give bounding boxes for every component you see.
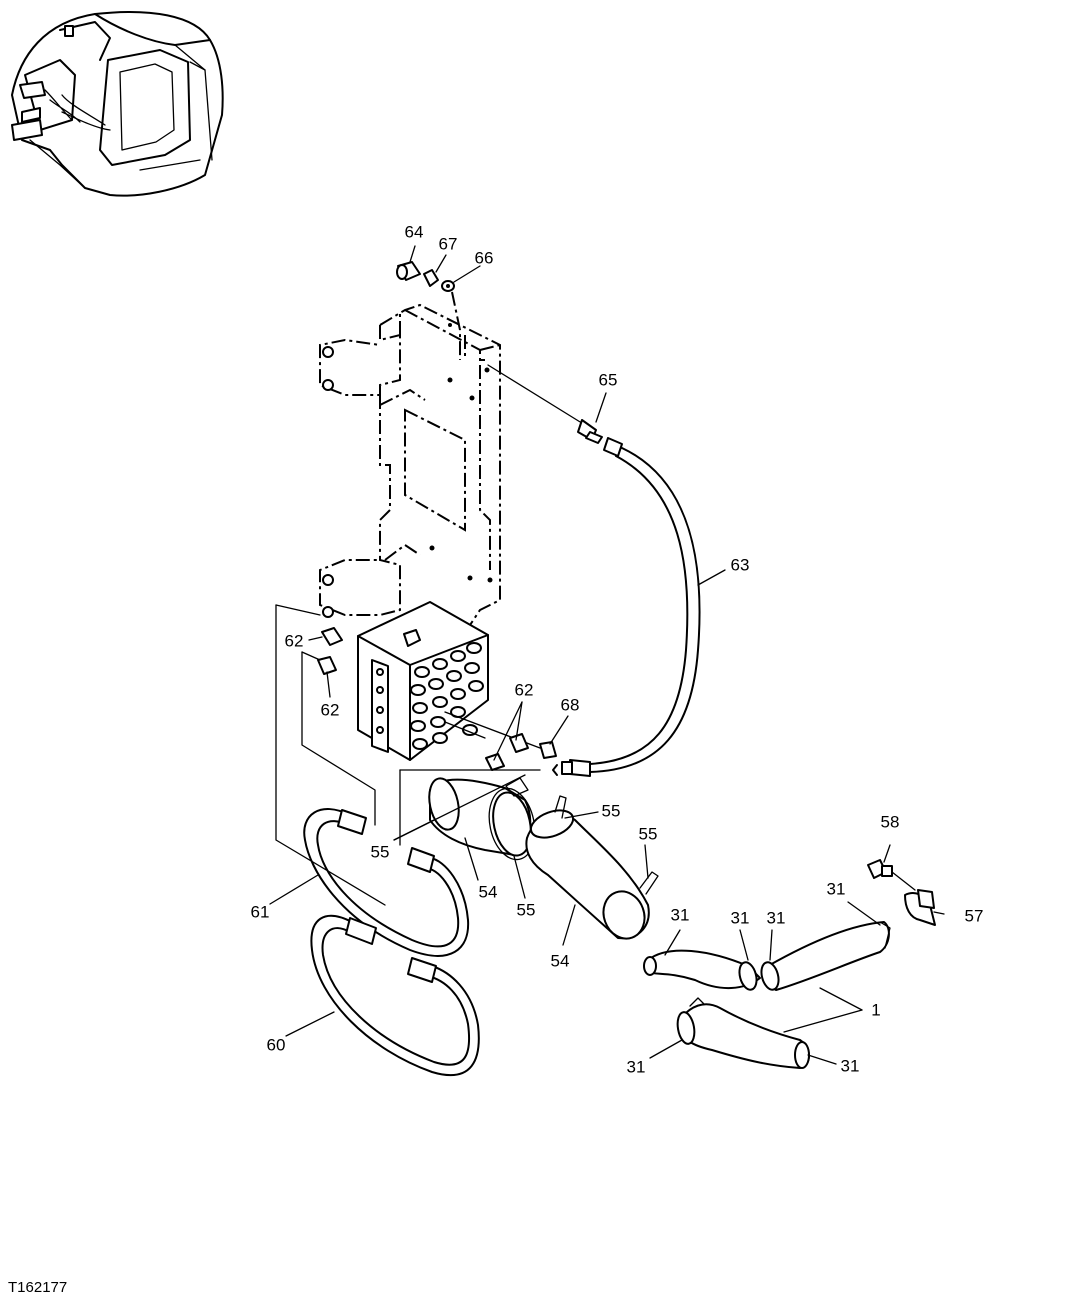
hardware-64-67-66 [396,261,461,360]
fittings-62-68 [317,627,557,771]
callout-55-left: 55 [371,842,390,861]
callout-62-left-upper: 62 [285,631,304,650]
callout-65: 65 [599,370,618,389]
callout-31-d: 31 [767,908,786,927]
valve-ports [410,642,484,750]
duct-1-lower [676,997,810,1069]
duct-1-upper [643,921,891,991]
callout-63: 63 [731,555,750,574]
bolt-58-clip-57 [867,859,936,926]
cab-overview-thumbnail [11,11,224,197]
callout-58: 58 [881,812,900,831]
mounting-plate [319,303,501,635]
callout-57: 57 [965,906,984,925]
leader-lines [269,245,945,1065]
valve-block [357,601,541,761]
callout-67: 67 [439,234,458,253]
callout-31-a: 31 [827,879,846,898]
callout-31-c: 31 [731,908,750,927]
callout-31-f: 31 [841,1056,860,1075]
callout-62-left-lower: 62 [321,700,340,719]
callout-66: 66 [475,248,494,267]
callout-55-top-right: 55 [602,801,621,820]
hose-60 [310,914,480,1077]
callout-62-right: 62 [515,680,534,699]
drawing-code: T162177 [8,1279,67,1296]
callout-1: 1 [871,1000,880,1019]
callout-31-e: 31 [627,1057,646,1076]
callout-labels: 64 67 66 65 63 62 62 62 68 55 55 55 55 5… [251,222,984,1076]
callout-68: 68 [561,695,580,714]
callout-54-right: 54 [551,951,570,970]
callout-54-left: 54 [479,882,498,901]
hose-61 [303,808,470,957]
callout-61: 61 [251,902,270,921]
duct-54-left [428,777,536,861]
callout-55-right: 55 [639,824,658,843]
callout-60: 60 [267,1035,286,1054]
hose-63 [487,364,701,777]
callout-64: 64 [405,222,424,241]
hose-routing-boundaries [275,604,541,906]
callout-31-b: 31 [671,905,690,924]
callout-55-bottom: 55 [517,900,536,919]
duct-54-right [525,795,659,940]
